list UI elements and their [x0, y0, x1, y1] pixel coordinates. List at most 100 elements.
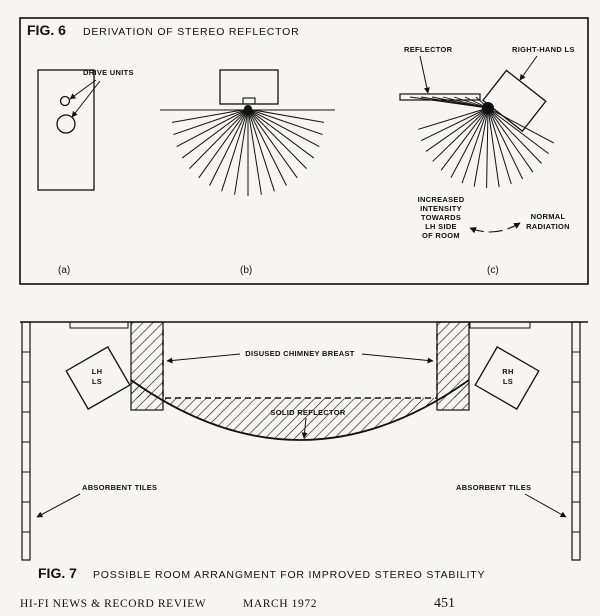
radiation-ray: [487, 107, 512, 185]
radiation-ray: [432, 107, 489, 162]
reflector-blank-top: [165, 324, 435, 396]
radiation-ray: [173, 108, 249, 136]
driver-source: [244, 105, 252, 113]
panel-c-label: (c): [487, 265, 499, 276]
absorbent-tiles-left-label: ABSORBENT TILES: [82, 483, 157, 492]
radiation-ray: [247, 108, 323, 136]
drive-units-arrow-1: [69, 79, 97, 100]
radiation-ray: [450, 107, 489, 178]
panel-a: DRIVE UNITS (a): [37, 68, 134, 276]
radiation-ray: [247, 108, 262, 195]
radiation-ray: [181, 108, 249, 159]
chimney-arrow-right: [361, 353, 434, 364]
right-hand-ls-arrow: [519, 55, 538, 81]
fig6-number: FIG. 6: [27, 22, 66, 38]
panel-b: (b): [160, 69, 335, 276]
absorbent-right-arrow: [524, 493, 567, 518]
absorbent-tiles-right-wall: [571, 321, 581, 561]
drive-units-arrow-2: [71, 80, 101, 118]
solid-reflector-arrow: [301, 417, 308, 439]
solid-reflector-label: SOLID REFLECTOR: [270, 408, 345, 417]
increased-intensity-label: INCREASED INTENSITY TOWARDS LH SIDE OF R…: [418, 195, 465, 240]
absorbent-tiles-right-label: ABSORBENT TILES: [456, 483, 531, 492]
right-speaker: [474, 346, 540, 410]
radiation-ray: [418, 107, 489, 130]
chimney-breast-label: DISUSED CHIMNEY BREAST: [245, 349, 355, 358]
radiation-ray: [172, 108, 249, 123]
radiation-ray: [247, 108, 307, 170]
radiation-ray: [420, 107, 489, 142]
svg-text:LH SIDE: LH SIDE: [425, 222, 457, 231]
solid-reflector-arc: [130, 379, 470, 441]
reflector-driver-source: [482, 102, 494, 114]
radiation-ray: [440, 107, 489, 171]
normal-radiation-label: NORMAL RADIATION: [526, 212, 570, 231]
radiation-ray: [487, 107, 524, 180]
svg-text:OF ROOM: OF ROOM: [422, 231, 460, 240]
radiation-ray: [247, 108, 324, 123]
radiation-ray: [234, 108, 249, 195]
figure-7: DISUSED CHIMNEY BREAST SOLID REFLECTOR L…: [20, 321, 588, 581]
fig6-title: DERIVATION OF STEREO REFLECTOR: [83, 26, 300, 38]
absorbent-tile-column-left: [21, 321, 31, 561]
page-footer: HI-FI NEWS & RECORD REVIEW MARCH 1972 45…: [20, 596, 455, 611]
chimney-arrow-left: [166, 353, 241, 364]
wall-strip-left: [69, 321, 129, 329]
radiation-ray: [247, 108, 320, 148]
panel-c: REFLECTOR RIGHT-HAND LS INCREASED INTENS…: [399, 45, 575, 276]
driver-dome: [242, 97, 256, 105]
chimney-dashed-outline: [162, 330, 438, 399]
radiation-ray: [487, 107, 534, 173]
panel-a-label: (a): [58, 265, 70, 276]
cabinet-front: [37, 69, 95, 191]
rotation-arrow: [469, 222, 521, 234]
issue-date: MARCH 1972: [243, 598, 317, 610]
reflected-ray: [442, 96, 489, 109]
radiation-ray: [487, 107, 500, 188]
radiation-ray: [247, 108, 287, 186]
radiation-ray: [487, 107, 542, 164]
reflector-label: REFLECTOR: [404, 45, 453, 54]
fig6-frame: [19, 17, 589, 285]
drive-units-label: DRIVE UNITS: [83, 68, 134, 77]
svg-text:RADIATION: RADIATION: [526, 222, 570, 231]
right-hand-ls-label: RIGHT-HAND LS: [512, 45, 575, 54]
radiation-ray: [209, 108, 249, 186]
radiation-ray: [198, 108, 249, 179]
tweeter-unit: [59, 95, 71, 107]
page-number: 451: [434, 596, 455, 611]
rh-ls-label-line1: RH: [502, 367, 513, 376]
wall-strip-right: [469, 321, 531, 329]
radiation-ray: [461, 107, 489, 184]
fig7-title: POSSIBLE ROOM ARRANGMENT FOR IMPROVED ST…: [93, 569, 485, 581]
lh-ls-label-line1: LH: [92, 367, 103, 376]
radiation-ray: [487, 107, 550, 155]
radiation-ray: [486, 107, 489, 188]
radiation-ray: [247, 108, 298, 179]
absorbent-left-arrow: [36, 493, 81, 518]
absorbent-tile-column-right: [571, 321, 581, 561]
radiation-ray: [247, 108, 275, 192]
radiation-ray: [221, 108, 249, 192]
radiation-ray: [487, 107, 555, 144]
svg-text:TOWARDS: TOWARDS: [421, 213, 461, 222]
radiation-rays-normal: [172, 108, 324, 196]
radiation-ray: [247, 108, 315, 159]
cabinet-top-view: [219, 69, 279, 105]
reflector-arrow: [419, 55, 430, 94]
figure-6: FIG. 6 DERIVATION OF STEREO REFLECTOR DR…: [19, 17, 589, 285]
publication-name: HI-FI NEWS & RECORD REVIEW: [20, 598, 206, 610]
radiation-ray: [189, 108, 249, 170]
svg-text:NORMAL: NORMAL: [531, 212, 566, 221]
radiation-ray: [473, 107, 489, 187]
rh-ls-label-line2: LS: [503, 377, 513, 386]
svg-text:INCREASED: INCREASED: [418, 195, 465, 204]
radiation-ray: [425, 107, 489, 152]
lh-ls-label-line2: LS: [92, 377, 102, 386]
fig7-number: FIG. 7: [38, 565, 77, 581]
woofer-unit: [56, 114, 76, 134]
absorbent-tiles-left-wall: [21, 321, 31, 561]
svg-text:INTENSITY: INTENSITY: [420, 204, 462, 213]
radiation-ray: [176, 108, 249, 148]
